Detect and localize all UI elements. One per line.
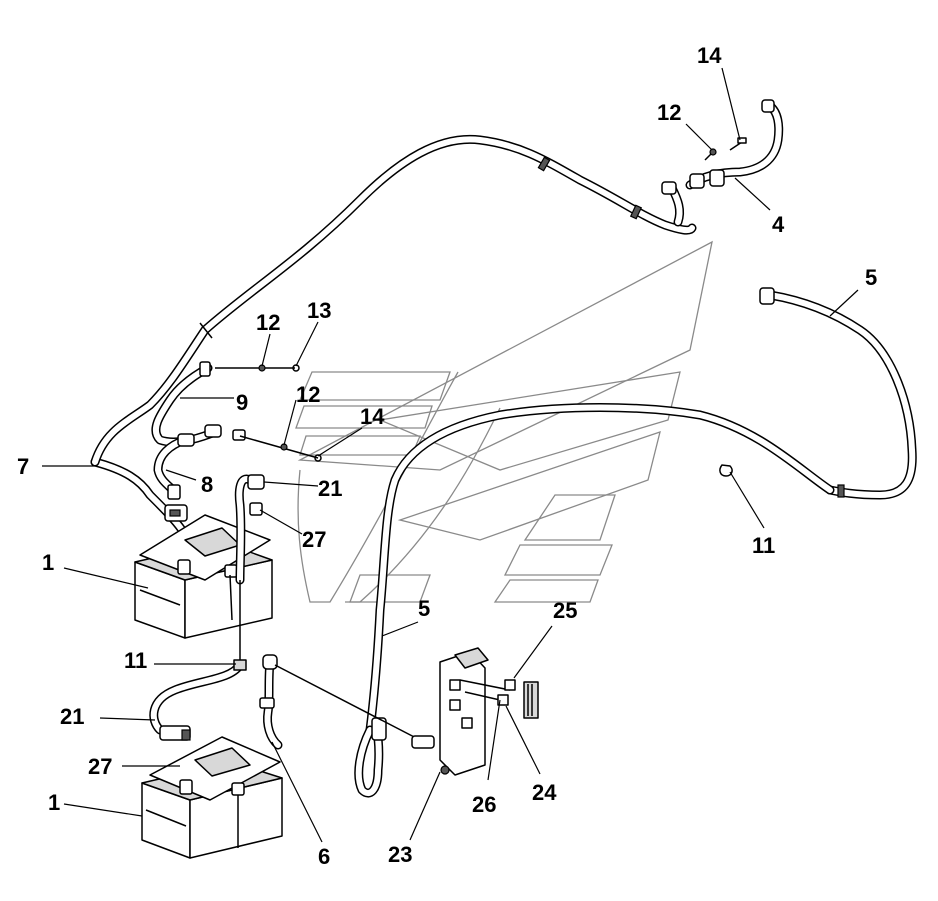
callout-26: 26 (472, 792, 496, 817)
callout-12-lower: 12 (296, 382, 320, 407)
callout-1-lower: 1 (48, 790, 60, 815)
callout-1-upper: 1 (42, 550, 54, 575)
callout-27-upper: 27 (302, 527, 326, 552)
callout-23: 23 (388, 842, 412, 867)
terminal-clamp-7 (164, 504, 188, 522)
callout-13: 13 (307, 298, 331, 323)
cable-5-upper (90, 134, 697, 535)
callout-4: 4 (772, 212, 785, 237)
callout-11-right: 11 (752, 533, 775, 558)
cable-4 (661, 99, 784, 227)
battery-lower (141, 736, 283, 859)
callout-14-lower: 14 (360, 404, 385, 429)
leader-lines (42, 67, 859, 843)
callout-21-lower: 21 (60, 704, 84, 729)
callout-9: 9 (236, 390, 248, 415)
cable-21-link (149, 474, 265, 741)
cable-6 (259, 654, 421, 750)
callout-5-right: 5 (865, 265, 877, 290)
callout-21-upper: 21 (318, 476, 342, 501)
callout-24: 24 (532, 780, 557, 805)
callout-6: 6 (318, 844, 330, 869)
callout-5-middle: 5 (418, 596, 430, 621)
callout-labels: 14 12 4 5 12 13 9 12 14 7 8 21 27 11 1 5… (17, 43, 877, 869)
watermark-logo (295, 240, 713, 603)
battery-upper (134, 514, 273, 639)
callout-11-left: 11 (124, 648, 147, 673)
battery-switch-23 (411, 647, 539, 776)
callout-12-mid: 12 (256, 310, 280, 335)
callout-7: 7 (17, 454, 29, 479)
callout-12-top: 12 (657, 100, 681, 125)
callout-8: 8 (201, 472, 213, 497)
callout-14-top: 14 (697, 43, 722, 68)
callout-25: 25 (553, 598, 577, 623)
cable-9-and-8 (151, 361, 322, 500)
callout-27-lower: 27 (88, 754, 112, 779)
